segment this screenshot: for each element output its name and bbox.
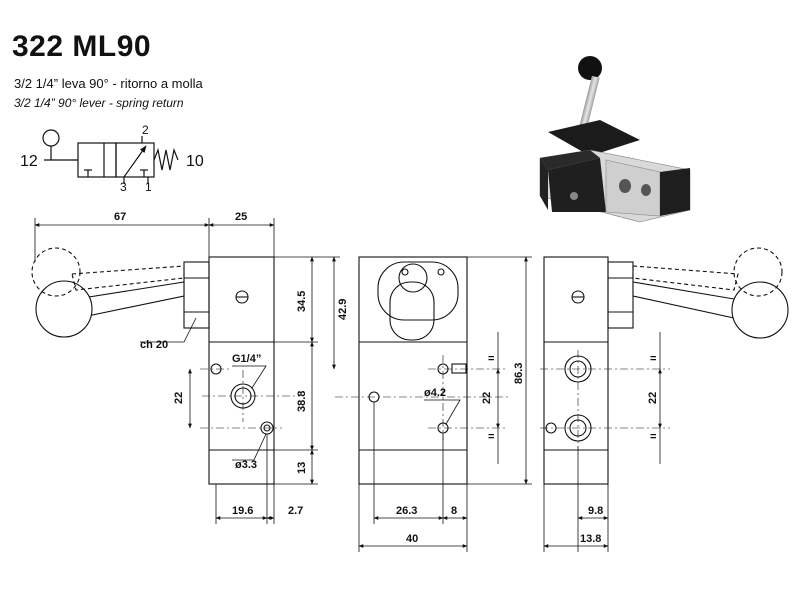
- valve-symbol: [42, 129, 179, 184]
- rear-view: [540, 247, 789, 485]
- eq-mark-right-bottom: =: [650, 431, 656, 443]
- side-dimension-lines: [358, 256, 532, 552]
- dim-67: 67: [114, 211, 126, 223]
- symbol-port-3: 3: [120, 180, 127, 194]
- dim-22-right: 22: [647, 392, 659, 404]
- dim-40: 40: [406, 533, 418, 545]
- front-dimension-lines: [34, 218, 340, 524]
- label-phi4-2: ø4.2: [424, 387, 446, 399]
- dim-22-mid: 22: [481, 392, 493, 404]
- dim-22-left: 22: [173, 392, 185, 404]
- dim-86-3: 86.3: [513, 363, 525, 384]
- label-phi3-3: ø3.3: [235, 459, 257, 471]
- dim-2-7: 2.7: [288, 505, 303, 517]
- dim-42-9: 42.9: [337, 299, 349, 320]
- eq-mark-right-top: =: [650, 353, 656, 365]
- dim-38-8: 38.8: [296, 391, 308, 412]
- rear-dimension-lines: [543, 332, 662, 552]
- label-g14: G1/4”: [232, 353, 261, 365]
- eq-mark-mid-bottom: =: [488, 431, 494, 443]
- dim-19-6: 19.6: [232, 505, 253, 517]
- side-view: [335, 256, 510, 485]
- front-view: [31, 247, 300, 485]
- symbol-port-2: 2: [142, 123, 149, 137]
- product-title: 322 ML90: [12, 30, 152, 63]
- eq-mark-mid-top: =: [488, 353, 494, 365]
- dim-13: 13: [296, 462, 308, 474]
- dim-25: 25: [235, 211, 247, 223]
- label-ch20: ch 20: [140, 339, 168, 351]
- dim-9-8: 9.8: [588, 505, 603, 517]
- dim-8: 8: [451, 505, 457, 517]
- symbol-port-12: 12: [20, 153, 38, 170]
- dim-13-8: 13.8: [580, 533, 601, 545]
- dim-26-3: 26.3: [396, 505, 417, 517]
- symbol-port-1: 1: [145, 180, 152, 194]
- dim-34-5: 34.5: [296, 291, 308, 312]
- product-photo: [539, 56, 691, 223]
- subtitle-english: 3/2 1/4” 90° lever - spring return: [14, 96, 184, 110]
- symbol-port-10: 10: [186, 153, 204, 170]
- subtitle-italian: 3/2 1/4” leva 90° - ritorno a molla: [14, 76, 203, 91]
